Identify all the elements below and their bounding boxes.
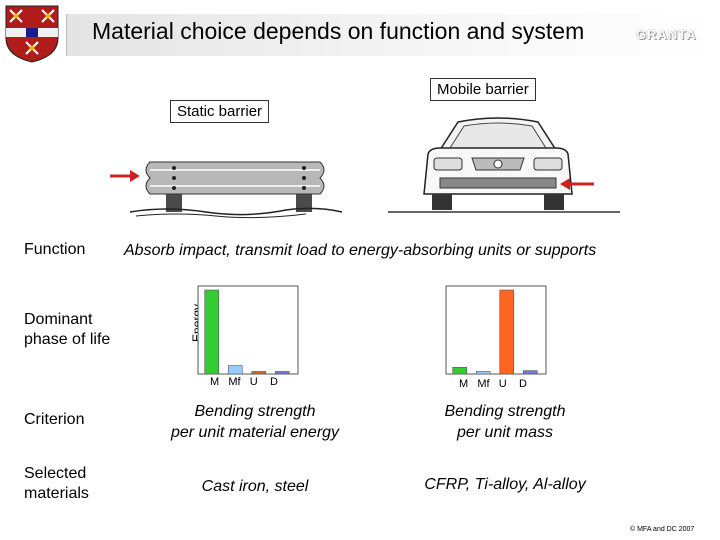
dominant-phase-line2: phase of life [24,331,111,348]
granta-logo: GRANTA [636,27,697,42]
slide-title: Material choice depends on function and … [92,18,585,44]
tick-label: M [210,376,220,388]
bar-m [452,366,468,375]
mobile-chart-ticks: M Mf U D [459,378,527,390]
selected-materials-label: Selected materials [24,464,89,504]
function-text: Absorb impact, transmit load to energy-a… [124,242,597,259]
tick-label: U [498,378,507,390]
bar-mf [475,371,491,375]
tick-label: U [249,376,258,388]
static-chart-ticks: M Mf U D [210,376,278,388]
mobile-energy-chart [445,285,547,375]
tick-label: D [269,376,278,388]
static-criterion: Bending strength per unit material energ… [150,401,360,443]
dominant-phase-line1: Dominant [24,311,93,328]
function-label: Function [24,241,86,258]
tick-label: D [518,378,527,390]
title-bar [66,14,717,56]
mobile-barrier-label: Mobile barrier [430,78,536,101]
criterion-label: Criterion [24,411,85,428]
mobile-selected-materials: CFRP, Ti-alloy, Al-alloy [424,476,586,493]
bar-u [499,289,515,375]
copyright: © MFA and DC 2007 [630,526,695,533]
tick-label: M [459,378,469,390]
mobile-criterion-line2: per unit mass [456,424,554,441]
static-selected-materials: Cast iron, steel [201,478,309,495]
bar-d [522,370,538,375]
static-criterion-line1: Bending strength [194,403,316,420]
static-energy-chart [197,285,299,375]
bar-m [204,289,220,375]
chart-frame [445,285,547,375]
mobile-criterion: Bending strength per unit mass [410,401,600,443]
selected-line2: materials [24,485,89,502]
guard-rail-illustration [106,140,346,220]
bar-mf [227,365,243,375]
static-barrier-label: Static barrier [170,100,270,123]
selected-line1: Selected [24,465,87,482]
tick-label: Mf [477,378,490,390]
car-illustration [388,108,620,218]
chart-frame [197,285,299,375]
tick-label: Mf [228,376,241,388]
dominant-phase-label: Dominant phase of life [24,310,110,350]
bar-d [274,371,290,375]
university-crest [4,4,60,64]
bar-u [251,371,267,375]
mobile-criterion-line1: Bending strength [444,403,566,420]
static-criterion-line2: per unit material energy [170,424,340,441]
